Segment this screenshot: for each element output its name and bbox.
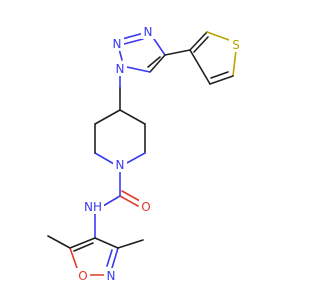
bond-pip-c3l-c4 [94, 109, 121, 125]
atom-n-triazole-1: N [116, 62, 125, 76]
bond-thiophene-s-c5 [232, 49, 237, 77]
atom-bg-n-tri-1 [113, 61, 127, 76]
atom-o-carbonyl: O [141, 200, 150, 214]
bond-pip-n-c2l [94, 152, 115, 165]
chemical-structure: N N N S N O NH O N [47, 24, 243, 283]
bond-thiophene-c4-c3 [189, 49, 211, 85]
bond-thiophene-c5-c4 [209, 75, 234, 85]
bond-isox-c3-c4 [94, 237, 119, 249]
atom-n-triazole-top: N [144, 25, 153, 39]
atom-labels: N N N S N O NH O N [76, 24, 243, 283]
bond-triazole-c4-c5-double [147, 56, 161, 68]
bond-carbonyl-c-o-double [121, 190, 141, 202]
bond-triazole-c4-c5 [149, 54, 166, 73]
atom-n-triazole-left: N [113, 37, 122, 51]
bond-isox-c5-methyl [47, 235, 71, 249]
atom-n-piperidine: N [116, 158, 125, 172]
bond-thiophene-c2-s [206, 31, 230, 41]
atom-bg-o-isox [76, 268, 90, 283]
atom-o-isoxazole: O [78, 269, 87, 283]
bond-triazole-c5-n1 [126, 66, 151, 73]
atom-bg-n-isox [104, 268, 118, 283]
bond-pip-c2r-n [124, 152, 146, 165]
bond-isox-c4-c5 [69, 237, 96, 249]
atom-bg-s-thio [229, 37, 243, 52]
atom-bg-n-tri-left [110, 36, 124, 51]
bond-carbonyl-c-o [119, 195, 139, 207]
bond-thiophene-c3-c2-double [193, 36, 209, 53]
atom-n-isoxazole: N [107, 269, 116, 283]
bond-pip-c4-c3r [119, 109, 146, 125]
bond-isox-n-c3 [111, 247, 119, 269]
bond-carbonyl-c-nh [102, 195, 121, 207]
bond-isox-c3-methyl [117, 239, 144, 249]
bonds [47, 31, 237, 276]
atom-bg-o-carbonyl [139, 199, 153, 214]
atom-bg-nh-amide [82, 199, 104, 214]
bond-thiophene-c5-c4-double [210, 71, 229, 79]
bond-isox-n-c3-double [106, 249, 113, 267]
bond-isox-c5-o [69, 247, 78, 269]
bond-triazole-n-c4 [151, 35, 166, 56]
bond-isox-c4-c5-double [73, 242, 94, 252]
atom-bg-n-pip [113, 157, 127, 172]
bond-triazole-n-n-top-double [123, 38, 144, 45]
bond-thiophene-c3-c2 [189, 31, 208, 51]
bond-triazole-thiophene [164, 49, 191, 56]
atom-bg-n-tri-top [141, 24, 155, 39]
atom-s-thiophene: S [232, 38, 240, 52]
bond-triazole-n-n-top [121, 32, 145, 40]
atom-nh-amide: NH [84, 200, 102, 214]
